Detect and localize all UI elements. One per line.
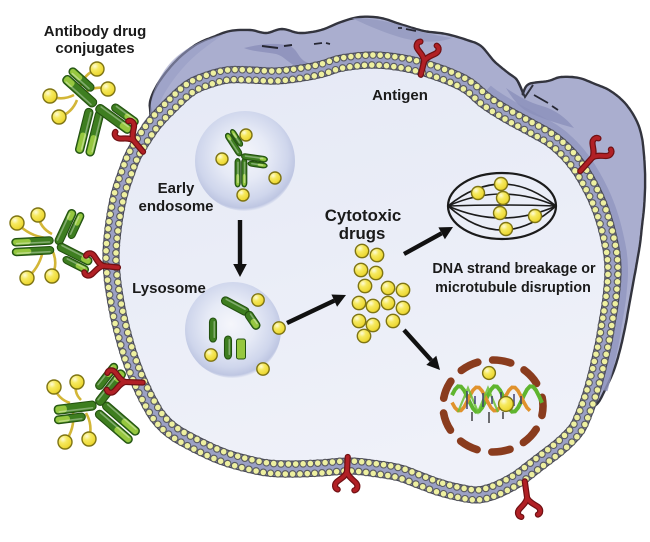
- svg-text:conjugates: conjugates: [55, 40, 134, 57]
- svg-text:Lysosome: Lysosome: [132, 280, 206, 297]
- svg-text:Antibody drug: Antibody drug: [44, 23, 146, 40]
- svg-text:Antigen: Antigen: [372, 87, 428, 104]
- svg-text:Cytotoxic: Cytotoxic: [325, 206, 401, 225]
- svg-text:DNA strand breakage or: DNA strand breakage or: [432, 261, 596, 277]
- svg-text:drugs: drugs: [339, 224, 386, 243]
- svg-text:Early: Early: [158, 180, 195, 197]
- svg-text:endosome: endosome: [138, 198, 213, 215]
- svg-text:microtubule disruption: microtubule disruption: [435, 280, 591, 296]
